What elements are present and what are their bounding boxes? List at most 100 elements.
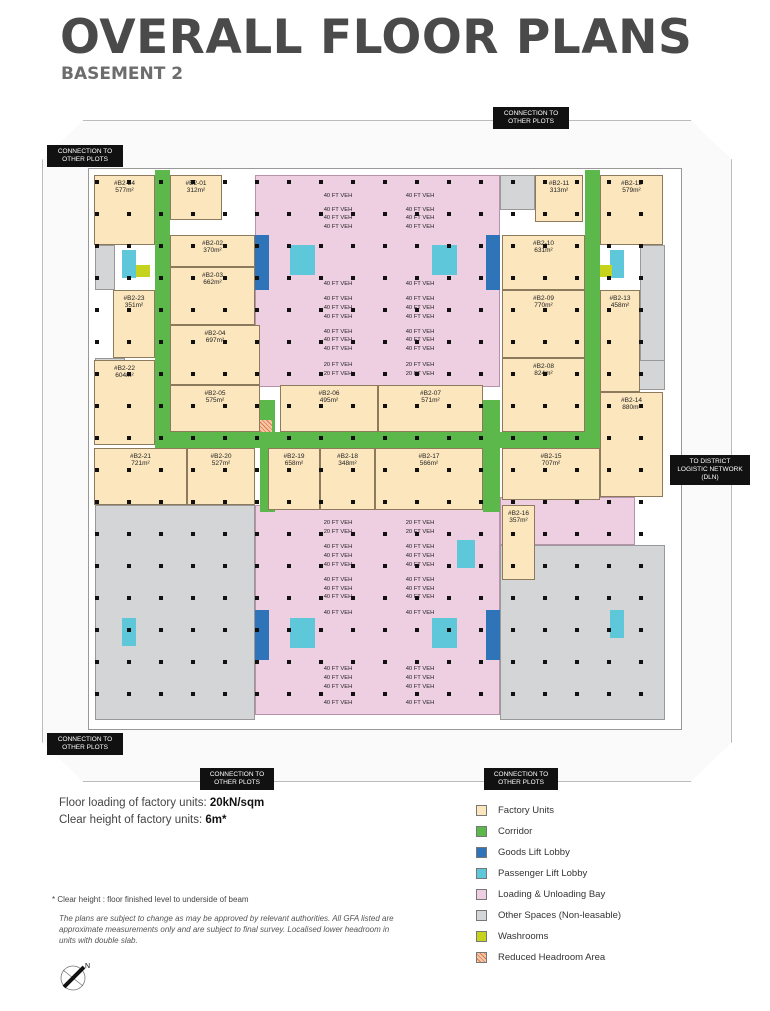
structural-column — [479, 564, 483, 568]
legend-label: Reduced Headroom Area — [498, 952, 606, 963]
structural-column — [95, 532, 99, 536]
structural-column — [479, 628, 483, 632]
structural-column — [415, 180, 419, 184]
structural-column — [127, 468, 131, 472]
structural-column — [95, 276, 99, 280]
structural-column — [191, 596, 195, 600]
structural-column — [255, 532, 259, 536]
structural-column — [639, 660, 643, 664]
factory-unit[interactable]: #B2-08824m² — [502, 358, 585, 432]
structural-column — [607, 500, 611, 504]
structural-column — [319, 308, 323, 312]
structural-column — [287, 404, 291, 408]
structural-column — [287, 564, 291, 568]
vehicle-bay-label: 40 FT VEH — [323, 296, 353, 302]
unit-id: #B2-14 — [621, 397, 642, 404]
structural-column — [319, 532, 323, 536]
structural-column — [575, 180, 579, 184]
structural-column — [223, 436, 227, 440]
structural-column — [607, 564, 611, 568]
structural-column — [575, 308, 579, 312]
legend-item: Factory Units — [476, 800, 621, 821]
structural-column — [127, 180, 131, 184]
unit-area: 312m² — [186, 187, 206, 194]
vehicle-bay-label: 20 FT VEH — [405, 371, 435, 377]
structural-column — [223, 404, 227, 408]
structural-column — [319, 692, 323, 696]
structural-column — [479, 436, 483, 440]
legend-item: Reduced Headroom Area — [476, 947, 621, 968]
structural-column — [639, 212, 643, 216]
goods-lift-lobby — [486, 610, 500, 660]
structural-column — [575, 340, 579, 344]
vehicle-bay-label: 20 FT VEH — [323, 362, 353, 368]
vehicle-bay-label: 40 FT VEH — [323, 553, 353, 559]
vehicle-bay-label: 40 FT VEH — [323, 610, 353, 616]
structural-column — [415, 692, 419, 696]
structural-column — [351, 308, 355, 312]
factory-unit[interactable]: #B2-10631m² — [502, 235, 585, 290]
structural-column — [607, 468, 611, 472]
structural-column — [575, 468, 579, 472]
unit-area: 348m² — [338, 460, 357, 467]
unit-area: 566m² — [419, 460, 439, 467]
structural-column — [95, 340, 99, 344]
structural-column — [319, 436, 323, 440]
structural-column — [351, 436, 355, 440]
structural-column — [639, 276, 643, 280]
unit-id: #B2-04 — [204, 330, 226, 337]
structural-column — [127, 564, 131, 568]
structural-column — [511, 212, 515, 216]
unit-id: #B2-11 — [548, 180, 570, 187]
structural-column — [543, 660, 547, 664]
structural-column — [639, 596, 643, 600]
structural-column — [383, 308, 387, 312]
structural-column — [543, 468, 547, 472]
vehicle-bay-label: 40 FT VEH — [323, 594, 353, 600]
passenger-lift-lobby — [290, 618, 315, 648]
vehicle-bay-label: 20 FT VEH — [323, 529, 353, 535]
structural-column — [191, 308, 195, 312]
structural-column — [447, 532, 451, 536]
passenger-lift-lobby — [610, 250, 624, 278]
structural-column — [159, 660, 163, 664]
structural-column — [607, 276, 611, 280]
connection-top: CONNECTION TO OTHER PLOTS — [493, 107, 569, 129]
structural-column — [607, 372, 611, 376]
unit-area: 357m² — [509, 517, 528, 524]
structural-column — [543, 436, 547, 440]
structural-column — [223, 244, 227, 248]
structural-column — [159, 308, 163, 312]
vehicle-bay-label: 40 FT VEH — [405, 586, 435, 592]
structural-column — [511, 436, 515, 440]
legend-swatch — [476, 889, 487, 900]
vehicle-bay-label: 40 FT VEH — [323, 329, 353, 335]
structural-column — [159, 404, 163, 408]
vehicle-bay-label: 40 FT VEH — [405, 684, 435, 690]
structural-column — [415, 628, 419, 632]
structural-column — [479, 212, 483, 216]
structural-column — [607, 628, 611, 632]
